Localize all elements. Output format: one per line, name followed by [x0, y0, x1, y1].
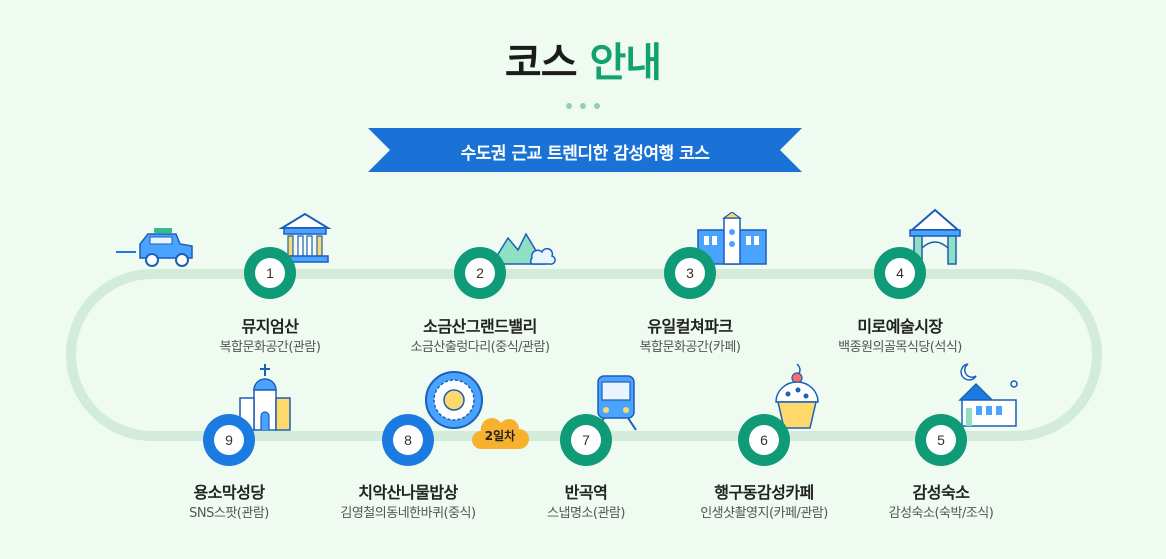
stop-number: 6	[749, 425, 779, 455]
stop-name: 반곡역	[564, 483, 608, 502]
stop-number: 5	[926, 425, 956, 455]
stop-description: 인생샷촬영지(카페/관람)	[700, 506, 828, 521]
stop-number: 8	[393, 425, 423, 455]
stop-description: 스냅명소(관람)	[547, 506, 625, 521]
title-dark: 코스	[504, 40, 578, 86]
stop-description: 소금산출렁다리(중식/관람)	[410, 340, 550, 355]
subtitle-ribbon: 수도권 근교 트렌디한 감성여행 코스	[368, 128, 802, 172]
course-stop-8: 8	[382, 414, 434, 466]
stop-description: 복합문화공간(관람)	[219, 340, 321, 355]
market-gate-icon	[909, 208, 961, 265]
stop-name: 유일컬쳐파크	[647, 317, 733, 336]
stop-name: 감성숙소	[912, 483, 970, 502]
museum-building-icon	[278, 212, 332, 263]
stop-description: 김영철의동네한바퀴(중식)	[340, 506, 476, 521]
house-moon-icon	[958, 363, 1018, 427]
mountain-icon	[490, 232, 556, 265]
course-stop-4: 4	[874, 247, 926, 299]
day2-badge: 2일차	[471, 417, 529, 451]
stop-name: 미로예술시장	[857, 317, 943, 336]
cupcake-icon	[775, 363, 819, 429]
stop-description: 복합문화공간(카페)	[639, 340, 741, 355]
stop-label: 용소막성당 SNS스팟(관람)	[119, 482, 339, 524]
stop-name: 뮤지엄산	[241, 317, 299, 336]
stop-name: 용소막성당	[193, 483, 265, 502]
ribbon-text: 수도권 근교 트렌디한 감성여행 코스	[460, 144, 710, 164]
day2-badge-text: 2일차	[484, 429, 516, 443]
course-stop-5: 5	[915, 414, 967, 466]
stop-description: 감성숙소(숙박/조식)	[888, 506, 994, 521]
title-accent: 안내	[589, 40, 662, 86]
stop-number: 4	[885, 258, 915, 288]
stop-number: 9	[214, 425, 244, 455]
stop-name: 치악산나물밥상	[358, 483, 458, 502]
train-icon	[595, 375, 637, 431]
stop-number: 2	[465, 258, 495, 288]
page-title: 코스 안내	[0, 30, 1166, 88]
stop-name: 소금산그랜드밸리	[423, 317, 537, 336]
course-stop-7: 7	[560, 414, 612, 466]
stop-number: 3	[675, 258, 705, 288]
title-dots	[0, 94, 1166, 113]
stop-description: SNS스팟(관람)	[189, 506, 269, 521]
course-stop-2: 2	[454, 247, 506, 299]
stop-number: 7	[571, 425, 601, 455]
course-stop-9: 9	[203, 414, 255, 466]
course-stop-1: 1	[244, 247, 296, 299]
stop-number: 1	[255, 258, 285, 288]
stop-description: 백종원의골목식당(석식)	[838, 340, 962, 355]
stop-name: 행구동감성카페	[714, 483, 814, 502]
car-icon	[116, 228, 193, 267]
course-stop-3: 3	[664, 247, 716, 299]
course-stop-6: 6	[738, 414, 790, 466]
rice-bowl-icon	[425, 371, 483, 429]
